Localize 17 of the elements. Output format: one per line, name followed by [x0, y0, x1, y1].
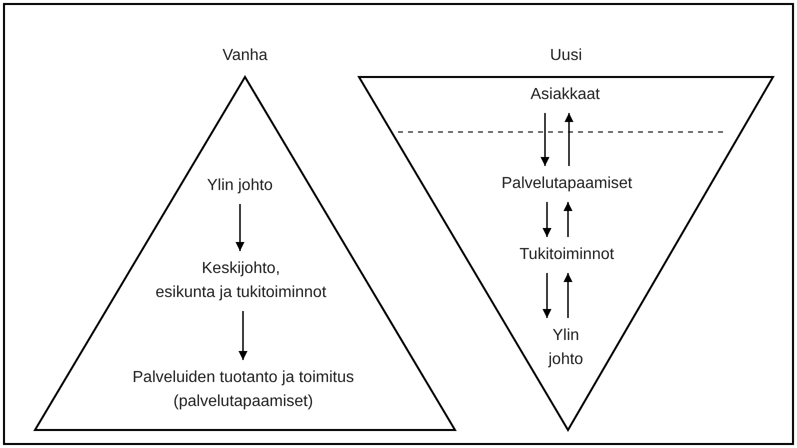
arrow: [564, 202, 572, 237]
arrow: [238, 311, 248, 360]
level-label: Palvelutapaamiset: [502, 172, 632, 196]
arrow: [540, 113, 550, 166]
level-label: Ylin johto: [207, 174, 273, 198]
arrow: [564, 273, 572, 318]
triangle-heading: Uusi: [550, 46, 582, 66]
arrow: [236, 204, 244, 251]
level-label: Palveluiden tuotanto ja toimitus (palvelutapaamiset): [132, 366, 354, 414]
level-label: Ylin johto: [548, 324, 584, 372]
arrow: [542, 202, 552, 237]
arrow: [564, 113, 574, 166]
arrow: [542, 273, 552, 318]
triangle-heading: Vanha: [222, 46, 268, 66]
level-label: Asiakkaat: [530, 83, 600, 107]
level-label: Keskijohto, esikunta ja tukitoiminnot: [156, 257, 326, 305]
level-label: Tukitoiminnot: [520, 243, 614, 267]
